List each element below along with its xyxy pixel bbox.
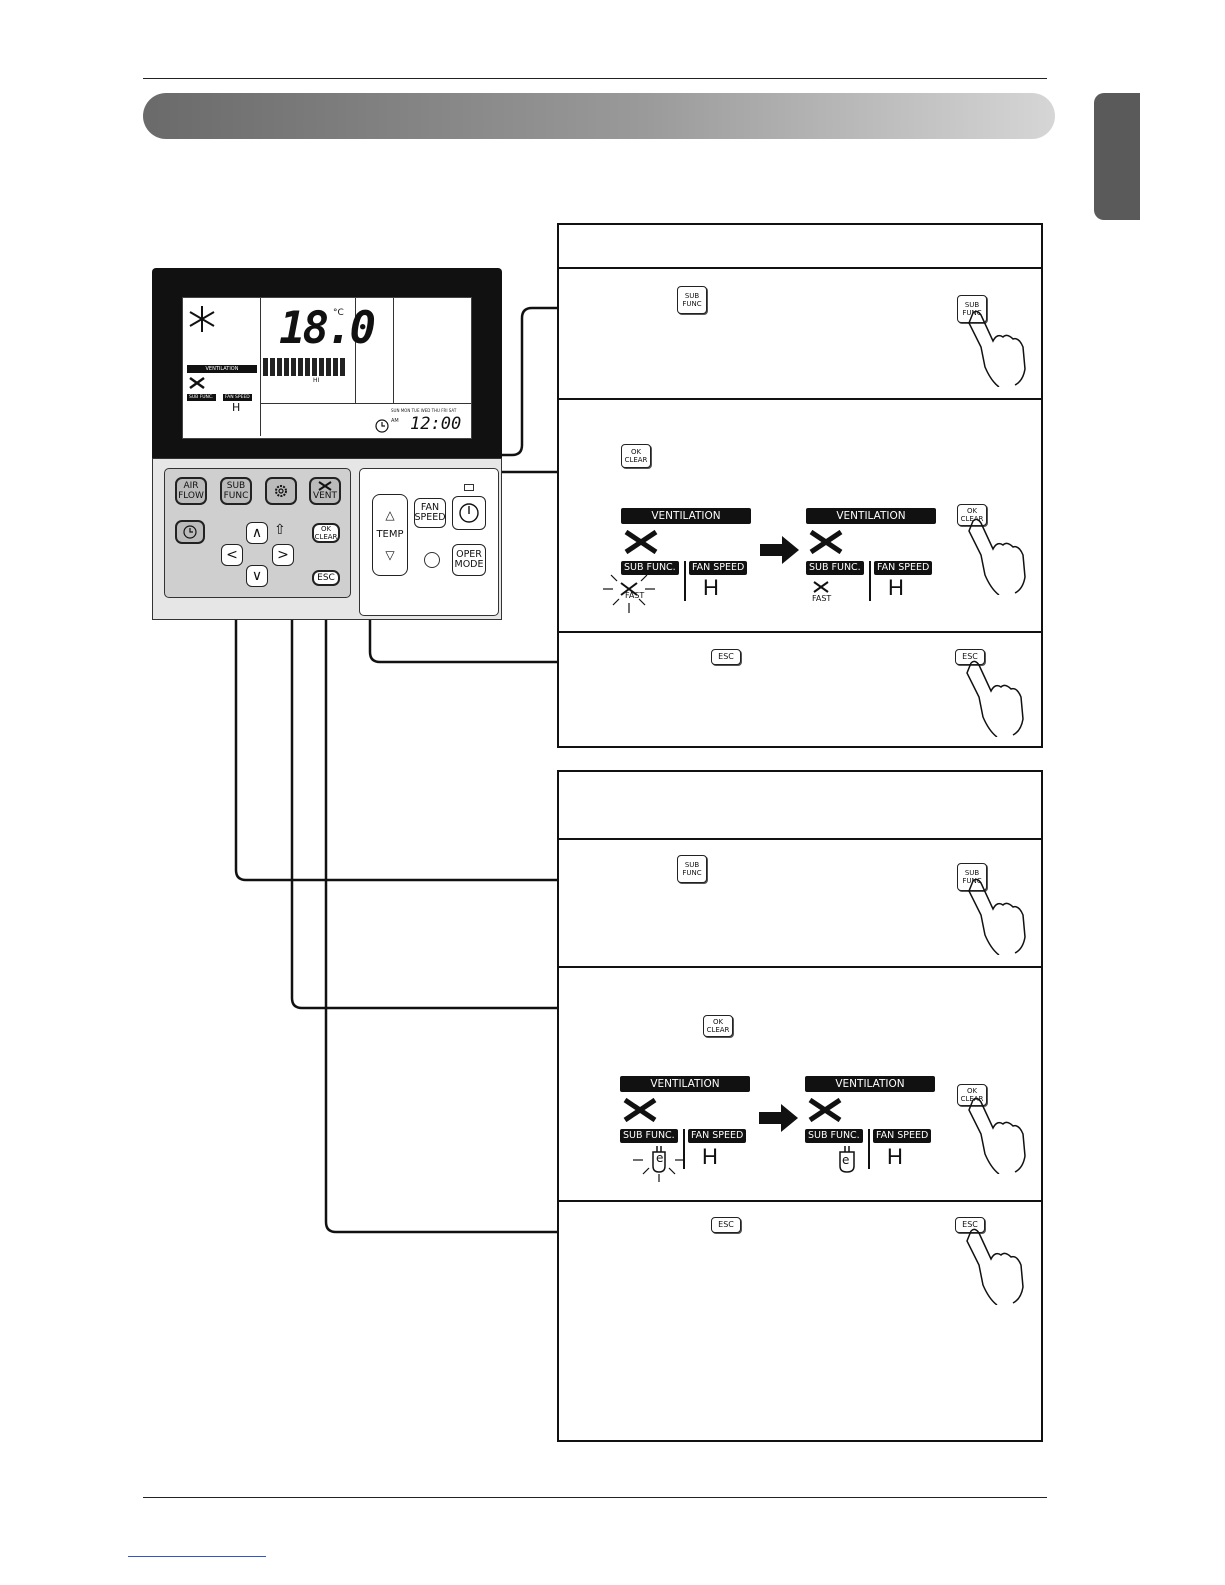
temp-rocker[interactable]: △ TEMP ▽ bbox=[372, 494, 408, 576]
lcd-fan-icon bbox=[189, 376, 205, 390]
esc-button-icon: ESC bbox=[711, 1217, 741, 1233]
fan-speed-label-after: FAN SPEED bbox=[873, 1129, 932, 1143]
fan-speed-h-before: H bbox=[703, 575, 719, 600]
sensor-dot bbox=[424, 552, 440, 568]
hand-pressing-icon bbox=[966, 660, 1024, 737]
left-button[interactable]: < bbox=[221, 544, 243, 566]
sub-func-label-before: SUB FUNC. bbox=[620, 1129, 678, 1143]
hand-pressing-icon bbox=[966, 1228, 1024, 1305]
snowflake-icon bbox=[189, 306, 215, 332]
timer-button[interactable] bbox=[175, 520, 205, 544]
fast-label-blinking: FAST bbox=[625, 591, 645, 600]
lcd-time: 12:00 bbox=[410, 414, 462, 434]
fast-icon-blinking bbox=[603, 574, 655, 613]
clock-icon bbox=[183, 525, 197, 539]
down-button[interactable]: ∨ bbox=[246, 565, 268, 587]
lcd-h: H bbox=[232, 401, 241, 414]
ventilation-label-after: VENTILATION bbox=[805, 1076, 935, 1092]
fan-speed-h-after: H bbox=[887, 1144, 903, 1169]
hand-pressing-icon bbox=[968, 310, 1026, 387]
right-arrow-icon bbox=[759, 1104, 798, 1132]
energy-saving-letter-blinking: e bbox=[656, 1151, 664, 1165]
ventilation-label-after: VENTILATION bbox=[806, 508, 936, 524]
lcd-ventilation-label: VENTILATION bbox=[187, 365, 257, 373]
fan-speed-label-before: FAN SPEED bbox=[688, 1129, 747, 1143]
lcd-days: SUN MON TUE WED THU FRI SAT bbox=[391, 408, 457, 413]
energy-saving-icon-blinking bbox=[633, 1146, 685, 1182]
ventilation-fan-icon bbox=[623, 1097, 657, 1123]
power-indicator bbox=[464, 484, 474, 491]
settings-button[interactable] bbox=[265, 477, 297, 505]
sub-func-label-after: SUB FUNC. bbox=[806, 561, 864, 575]
bottom-rule bbox=[143, 1497, 1047, 1498]
sub-func-label-after: SUB FUNC. bbox=[805, 1129, 863, 1143]
lcd-clock-icon bbox=[375, 419, 389, 433]
fan-speed-h-before: H bbox=[702, 1144, 718, 1169]
power-button[interactable] bbox=[452, 496, 486, 530]
energy-saving-icon bbox=[839, 1146, 855, 1173]
fan-speed-h-after: H bbox=[888, 575, 904, 600]
ventilation-fan-icon bbox=[808, 1097, 842, 1123]
remote-controller: 18.0 °C HI VENTILATION SUB FUNC. FAN SPE… bbox=[152, 268, 502, 620]
ventilation-label-before: VENTILATION bbox=[621, 508, 751, 524]
lcd-screen: 18.0 °C HI VENTILATION SUB FUNC. FAN SPE… bbox=[182, 297, 472, 439]
language-side-tab bbox=[1094, 93, 1140, 220]
esc-button-icon: ESC bbox=[711, 649, 741, 665]
energy-saving-letter: e bbox=[842, 1153, 850, 1167]
lcd-fan-bar bbox=[263, 358, 345, 376]
sub-func-label-before: SUB FUNC. bbox=[621, 561, 679, 575]
fan-speed-label-before: FAN SPEED bbox=[689, 561, 748, 575]
power-icon bbox=[459, 503, 479, 523]
up-button[interactable]: ∧ bbox=[246, 522, 268, 544]
top-rule bbox=[143, 78, 1047, 79]
lcd-fan-speed-label: FAN SPEED bbox=[223, 394, 252, 401]
ventilation-fan-icon bbox=[624, 529, 658, 555]
hand-pressing-icon bbox=[968, 518, 1026, 595]
lcd-am: AM bbox=[391, 418, 399, 424]
esc-button[interactable]: ESC bbox=[312, 570, 340, 586]
right-button[interactable]: > bbox=[272, 544, 294, 566]
section-title-bar bbox=[143, 93, 1055, 139]
lcd-sub-func-label: SUB FUNC. bbox=[187, 394, 216, 401]
gear-icon bbox=[275, 485, 287, 497]
ventilation-fan-icon bbox=[809, 529, 843, 555]
fan-speed-label-after: FAN SPEED bbox=[874, 561, 933, 575]
lcd-temperature: 18.0 bbox=[279, 303, 376, 354]
footer-link-underline bbox=[128, 1556, 266, 1557]
lock-icon: ⇧ bbox=[274, 522, 286, 538]
ventilation-label-before: VENTILATION bbox=[620, 1076, 750, 1092]
hand-pressing-icon bbox=[968, 878, 1026, 955]
right-arrow-icon bbox=[760, 536, 799, 564]
fast-icon bbox=[813, 581, 829, 593]
fast-label: FAST bbox=[812, 594, 832, 603]
vent-button[interactable]: VENT bbox=[309, 477, 341, 505]
lcd-hi: HI bbox=[313, 377, 320, 384]
hand-pressing-icon bbox=[968, 1097, 1026, 1174]
lcd-temp-unit: °C bbox=[333, 308, 344, 318]
ventilation-fan-icon bbox=[318, 481, 332, 491]
